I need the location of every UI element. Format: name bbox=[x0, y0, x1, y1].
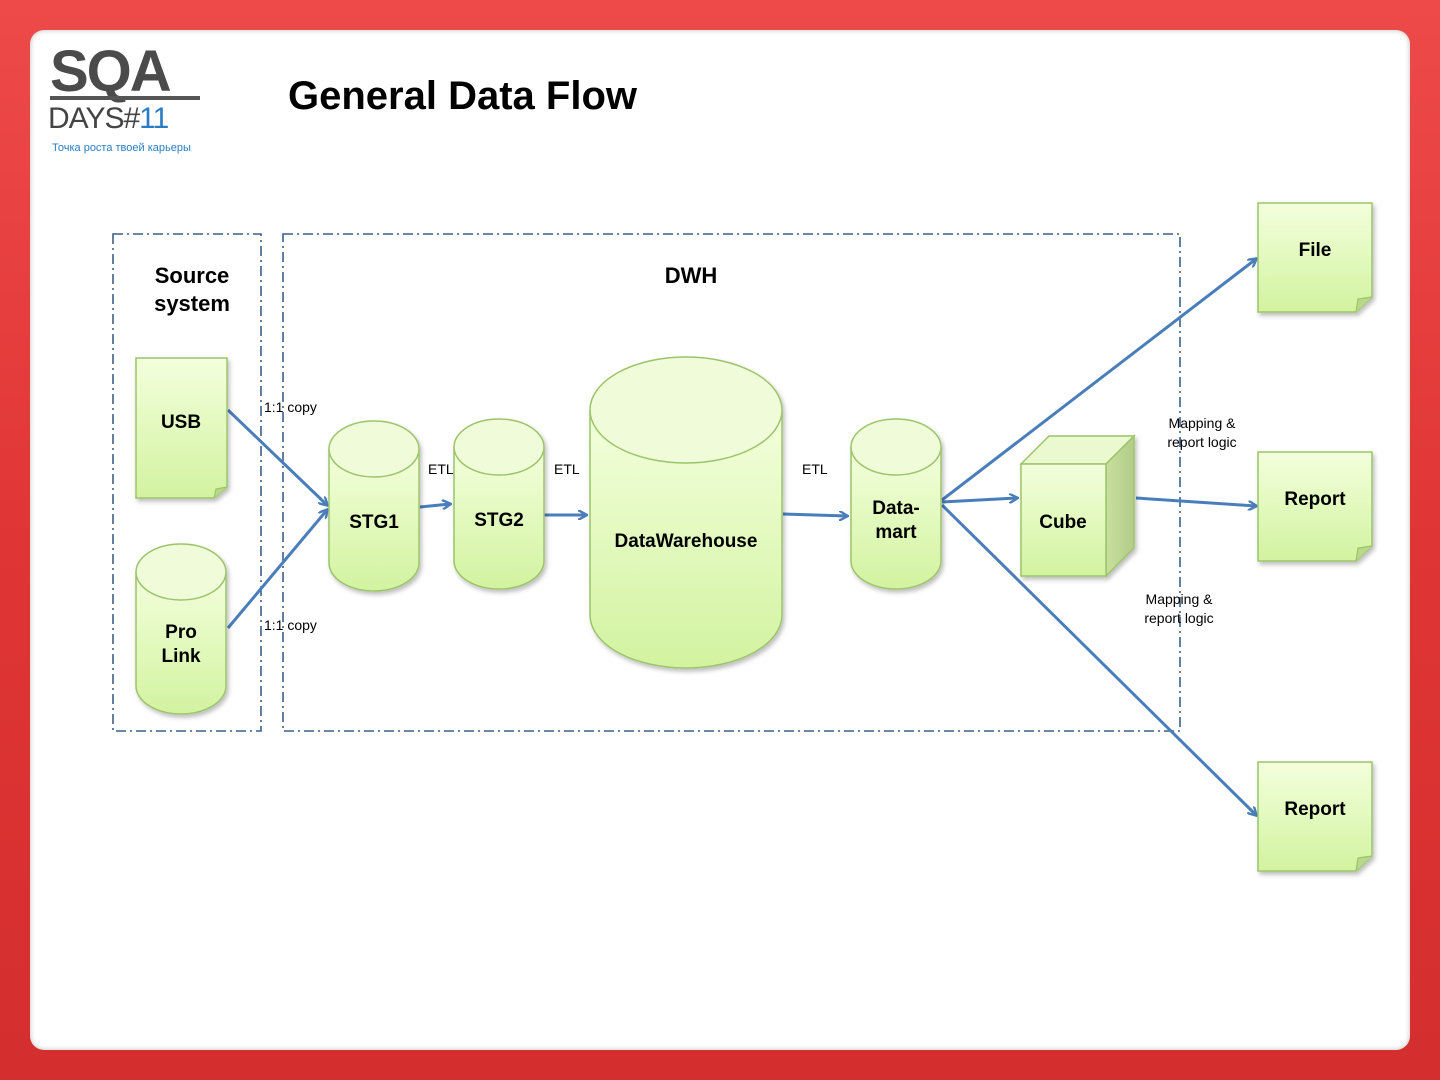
arrow-prolink-stg1 bbox=[226, 510, 327, 629]
file-node bbox=[1257, 202, 1373, 313]
datamart-label-line2: mart bbox=[875, 522, 917, 543]
arrow-datamart-cube bbox=[941, 498, 1017, 504]
cube-label: Cube bbox=[1039, 512, 1087, 533]
source-system-label-line1: Source bbox=[155, 263, 230, 288]
arrow-dwh-datamart bbox=[782, 514, 847, 516]
source-system-label-line2: system bbox=[154, 291, 230, 316]
arrow-cube-report1 bbox=[1135, 496, 1256, 506]
mapping-label-2-line2: report logic bbox=[1144, 610, 1213, 626]
arrow-stg1-stg2 bbox=[419, 504, 450, 507]
logo-number: 11 bbox=[139, 102, 169, 135]
flow-arrows bbox=[226, 259, 1256, 815]
slide-title: General Data Flow bbox=[288, 74, 637, 118]
report-node-1 bbox=[1257, 451, 1373, 562]
prolink-label-line1: Pro bbox=[165, 622, 197, 643]
logo-tagline: Точка роста твоей карьеры bbox=[52, 142, 191, 154]
file-label: File bbox=[1299, 240, 1332, 261]
report-label-1: Report bbox=[1284, 489, 1346, 510]
logo-divider bbox=[50, 96, 200, 100]
cube-node bbox=[1019, 434, 1136, 578]
mapping-label-1-line2: report logic bbox=[1167, 434, 1236, 450]
copy-label-prolink: 1:1 copy bbox=[264, 617, 317, 633]
report-label-2: Report bbox=[1284, 799, 1346, 820]
arrow-datamart-file bbox=[941, 259, 1256, 502]
datawarehouse-node bbox=[589, 356, 783, 669]
logo-main-text: SQA bbox=[50, 39, 172, 104]
stg1-label: STG1 bbox=[349, 512, 399, 533]
datawarehouse-label: DataWarehouse bbox=[615, 531, 758, 552]
logo-days: DAYS# bbox=[48, 102, 140, 135]
report-node-2 bbox=[1257, 761, 1373, 872]
logo-days-text: DAYS#11 bbox=[48, 102, 169, 136]
source-system-group bbox=[112, 233, 262, 732]
mapping-label-1-line1: Mapping & bbox=[1169, 415, 1237, 431]
arrow-datamart-report2 bbox=[940, 503, 1256, 815]
copy-label-usb: 1:1 copy bbox=[264, 399, 317, 415]
datamart-label-line1: Data- bbox=[872, 498, 920, 519]
prolink-node bbox=[135, 543, 227, 715]
dwh-group bbox=[282, 233, 1181, 732]
etl-label-dwh-datamart: ETL bbox=[802, 461, 828, 477]
stg2-node bbox=[453, 418, 545, 590]
dwh-group-label: DWH bbox=[665, 263, 718, 288]
etl-label-stg1-stg2: ETL bbox=[428, 461, 454, 477]
datamart-node bbox=[850, 418, 942, 590]
sqa-days-logo: SQA DAYS#11 Точка роста твоей карьеры bbox=[46, 38, 216, 158]
prolink-label-line2: Link bbox=[161, 646, 200, 667]
usb-node bbox=[135, 357, 228, 499]
mapping-label-2-line1: Mapping & bbox=[1146, 591, 1214, 607]
usb-label: USB bbox=[161, 412, 201, 433]
stg1-node bbox=[328, 420, 420, 592]
arrow-usb-stg1 bbox=[226, 408, 327, 505]
etl-label-stg2-dwh: ETL bbox=[554, 461, 580, 477]
stg2-label: STG2 bbox=[474, 510, 524, 531]
